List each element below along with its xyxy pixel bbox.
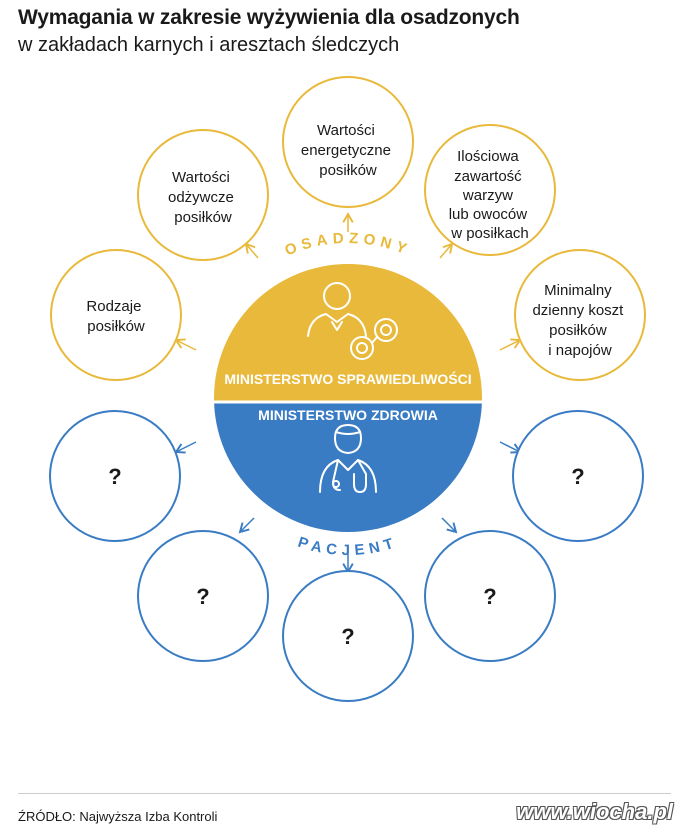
arrow-q2 (238, 517, 255, 534)
requirement-text: Wartości energetyczne posiłków (301, 122, 395, 179)
arrow-rodzaje (174, 338, 197, 351)
question-mark: ? (108, 464, 121, 489)
doctor-with-stethoscope-icon (319, 424, 377, 493)
arrow-odzywcze (244, 242, 259, 259)
unknown-bubble: ? (512, 410, 644, 542)
requirement-bubble: Minimalny dzienny koszt posiłków i napoj… (514, 249, 646, 381)
unknown-bubble: ? (137, 530, 269, 662)
blue-arrows (174, 441, 522, 574)
requirement-bubbles: Rodzaje posiłków Wartości odżywcze posił… (50, 76, 646, 381)
source-note: ŹRÓDŁO: Najwyższa Izba Kontroli (18, 809, 218, 824)
unknown-bubble: ? (424, 530, 556, 662)
ministry-health-label: MINISTERSTWO ZDROWIA (258, 407, 438, 423)
requirement-bubble: Rodzaje posiłków (50, 249, 182, 381)
unknown-bubbles: ? ? ? ? ? (49, 410, 644, 702)
question-mark: ? (196, 584, 209, 609)
ministry-justice-label: MINISTERSTWO SPRAWIEDLIWOŚCI (224, 370, 471, 387)
prisoner-with-handcuffs-icon (307, 282, 398, 360)
page-title: Wymagania w zakresie wyżywienia dla osad… (18, 6, 520, 29)
unknown-bubble: ? (49, 410, 181, 542)
requirement-bubble: Wartości energetyczne posiłków (282, 76, 414, 208)
question-mark: ? (571, 464, 584, 489)
page-subtitle: w zakładach karnych i aresztach śledczyc… (18, 34, 400, 56)
requirement-text: Wartości odżywcze posiłków (168, 169, 238, 226)
arrow-q4 (441, 517, 458, 534)
requirement-text: Rodzaje posiłków (86, 298, 145, 335)
arrow-koszt (499, 338, 522, 351)
arrow-q1 (174, 441, 197, 454)
question-mark: ? (483, 584, 496, 609)
unknown-bubble: ? (282, 570, 414, 702)
requirement-text: Ilościowa zawartość warzyw lub owoców w … (449, 148, 532, 242)
watermark: www.wiocha.pl (516, 799, 673, 824)
arc-label-osadzony: OSADZONY (283, 230, 414, 260)
yellow-arrows (174, 212, 522, 351)
question-mark: ? (341, 624, 354, 649)
requirement-bubble: Ilościowa zawartość warzyw lub owoców w … (424, 124, 556, 256)
requirement-bubble: Wartości odżywcze posiłków (137, 129, 269, 261)
arrow-warzyw (439, 242, 454, 259)
arrow-q5 (499, 441, 522, 454)
footer-divider (18, 793, 671, 794)
requirement-text: Minimalny dzienny koszt posiłków i napoj… (532, 282, 627, 359)
